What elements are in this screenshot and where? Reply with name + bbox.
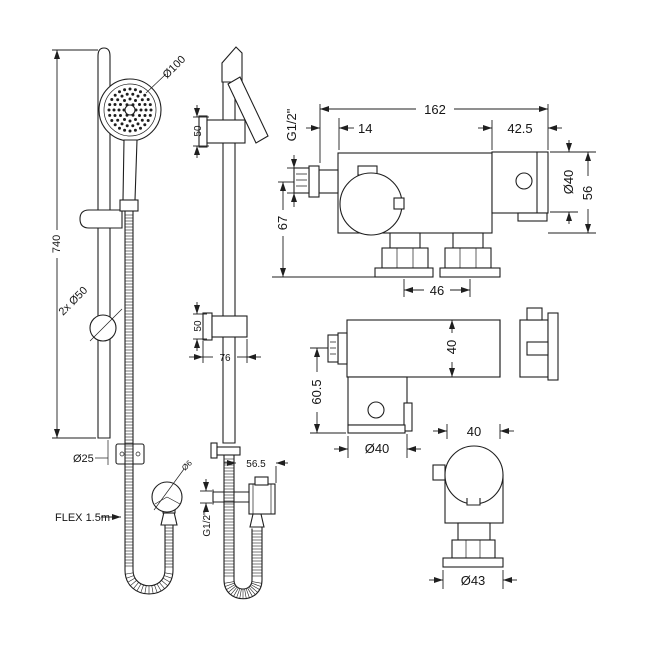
dim-depth: 60.5 xyxy=(309,379,324,404)
head-centre-cap xyxy=(124,104,136,116)
holder-flange-mid xyxy=(202,312,213,341)
label-flex-length: FLEX 1.5m xyxy=(55,512,110,524)
bracket-slot xyxy=(526,341,549,356)
rail-side-view: 50 50 76 56.5 G1/2" xyxy=(189,46,288,600)
dim-foot-diameter: Ø40 xyxy=(365,441,390,456)
leg-foot-plate xyxy=(347,424,406,434)
inlet-cap xyxy=(293,167,310,194)
dim-inlet-thread: G1/2" xyxy=(284,108,299,141)
note-brackets: 2x Ø50 xyxy=(57,285,91,319)
flow-knob-button xyxy=(515,172,533,190)
valve-side-view: 40 60.5 Ø40 xyxy=(309,307,559,458)
flex-hose-side xyxy=(223,455,263,600)
outlet-leader xyxy=(153,468,185,511)
right-leg-pipe xyxy=(452,232,484,249)
flex-hose xyxy=(124,211,174,595)
outlet-inlet-pipe xyxy=(212,489,250,505)
elbow-detail-line xyxy=(166,496,181,505)
dim-inlet-to-base: 67 xyxy=(275,216,290,230)
holder-body-mid xyxy=(211,315,248,338)
dim-holder-offset: 76 xyxy=(219,353,231,364)
handset-nut xyxy=(119,199,139,212)
left-leg-flange xyxy=(374,267,434,278)
dim-body-diameter: Ø40 xyxy=(561,170,576,195)
dim-leg-centres: 46 xyxy=(430,283,444,298)
knob-collar-side xyxy=(337,332,348,365)
valve-end-view: 40 Ø43 xyxy=(429,424,517,589)
dim-rail-diameter: Ø25 xyxy=(73,453,94,465)
inlet-collar xyxy=(308,165,320,198)
outlet-elbow-tab xyxy=(254,476,269,486)
rail-foot-plate xyxy=(210,442,218,459)
cone-nut-side xyxy=(249,513,265,528)
bracket-top-lug xyxy=(526,307,543,321)
left-leg-pipe xyxy=(389,232,421,249)
valve-body-side xyxy=(346,319,501,378)
left-leg-nut xyxy=(381,247,429,269)
leg-screw xyxy=(367,401,385,419)
right-block-tab xyxy=(517,212,548,222)
dim-flange-diameter: Ø43 xyxy=(461,573,486,588)
rail-foot-collar xyxy=(216,446,241,456)
dim-outlet-thread: G1/2" xyxy=(202,511,213,537)
dim-holder-top: 50 xyxy=(193,125,204,137)
bracket-screw-right xyxy=(135,451,141,457)
knob-cap-side xyxy=(327,334,339,363)
handset-handle-side xyxy=(227,76,269,144)
flange-end xyxy=(442,557,504,568)
shower-head-face xyxy=(103,83,157,137)
valve-front-view: 162 14 42.5 G1/2" 67 Ø40 56 xyxy=(272,102,596,298)
handset-handle xyxy=(122,139,138,201)
side-tab-end xyxy=(432,464,446,481)
dim-outlet-offset: 56.5 xyxy=(246,459,266,470)
knob-side-tab xyxy=(393,197,405,210)
dim-head-diameter: Ø100 xyxy=(161,54,189,82)
temperature-knob xyxy=(339,172,403,236)
glide-ring-leader xyxy=(89,308,123,342)
right-leg-nut xyxy=(444,247,492,269)
dim-body-outer-height: 56 xyxy=(580,186,595,200)
dim-right-block-width: 42.5 xyxy=(507,121,532,136)
dim-outlet-diameter: Ø6 xyxy=(180,458,194,472)
neck-end xyxy=(457,522,491,541)
dim-overall-width: 162 xyxy=(424,102,446,117)
knob-notch xyxy=(466,498,481,506)
wall-plate-side xyxy=(547,312,559,381)
right-leg-flange xyxy=(439,267,501,278)
inlet-pipe xyxy=(318,169,339,194)
hose-cone-nut xyxy=(160,511,178,526)
dim-holder-mid: 50 xyxy=(193,320,204,332)
dim-body-width-end: 40 xyxy=(467,424,481,439)
holder-body-top xyxy=(206,119,246,144)
knob-end xyxy=(444,445,504,505)
rail-front-view: 740 Ø100 2x Ø50 Ø25 FLEX 1.5m Ø6 xyxy=(51,47,194,595)
rail-outline xyxy=(97,47,111,439)
handset-head-side xyxy=(221,46,243,83)
rail-holder xyxy=(79,209,123,229)
bracket-screw-left xyxy=(119,451,125,457)
dim-rail-height: 740 xyxy=(51,235,63,253)
dim-body-height: 40 xyxy=(444,340,459,354)
dim-inlet-projection: 14 xyxy=(358,121,372,136)
leg-plate-edge xyxy=(403,402,413,432)
nut-end xyxy=(451,539,496,559)
